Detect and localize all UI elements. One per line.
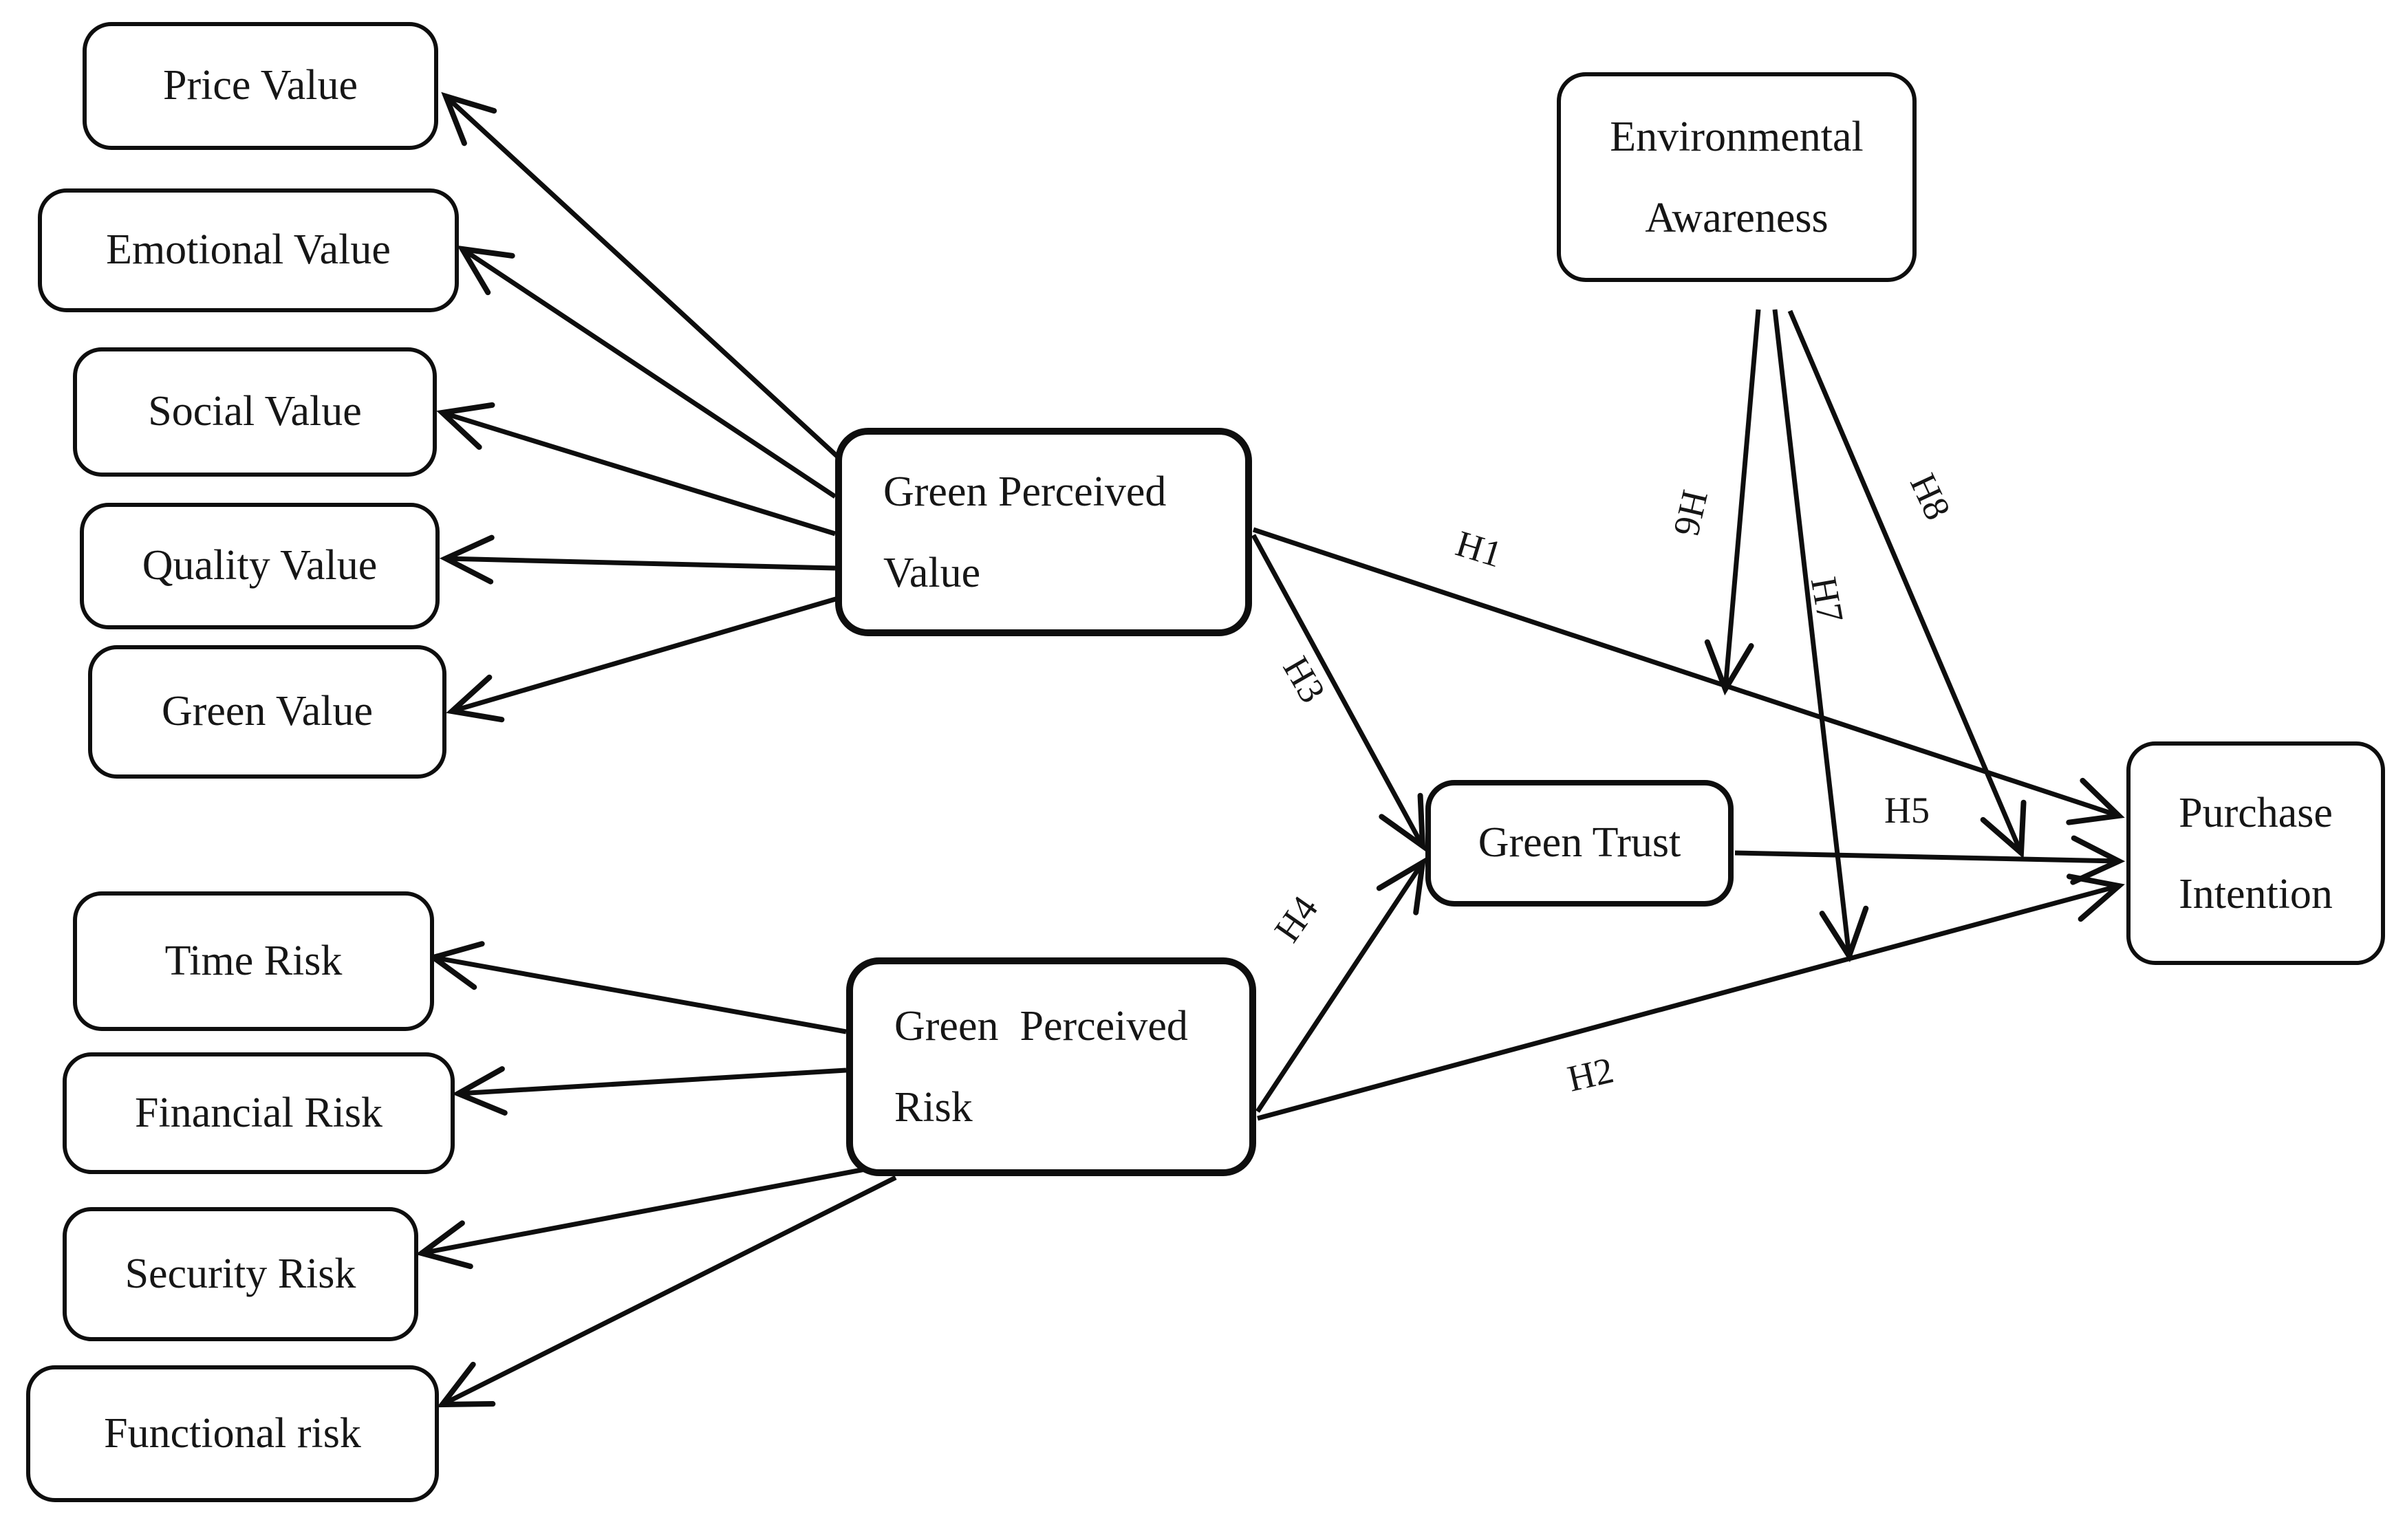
hypothesis-label-h7: H7	[1802, 574, 1852, 626]
arrow-h3	[1251, 534, 1426, 852]
arrow-h7	[1772, 309, 1869, 963]
node-security-risk-label: Security Risk	[125, 1250, 356, 1297]
hypothesis-label-h5: H5	[1884, 790, 1930, 831]
node-functional-risk-label: Functional risk	[104, 1409, 361, 1457]
arrow-gpr-time	[427, 941, 847, 1034]
node-quality-value-label: Quality Value	[142, 542, 378, 589]
arrow-gpv-emotional	[457, 245, 837, 499]
node-green-trust: Green Trust	[1425, 780, 1734, 907]
node-financial-risk: Financial Risk	[63, 1052, 455, 1174]
arrow-h2	[1257, 874, 2125, 1121]
arrow-gpv-price	[441, 91, 843, 462]
node-time-risk-label: Time Risk	[164, 937, 343, 984]
node-emotional-value: Emotional Value	[38, 188, 459, 312]
node-green-value-label: Green Value	[161, 688, 373, 735]
node-environmental-awareness: Environmental Awareness	[1557, 72, 1917, 282]
node-green-perceived-value-line1: Green Perceived	[883, 468, 1167, 515]
node-time-risk: Time Risk	[73, 891, 434, 1031]
node-purchase-intention: Purchase Intention	[2126, 741, 2385, 965]
arrow-gpv-quality	[439, 534, 836, 585]
arrow-h1	[1252, 527, 2125, 825]
node-green-perceived-risk-line2: Risk	[894, 1084, 973, 1131]
node-security-risk: Security Risk	[63, 1207, 418, 1341]
node-social-value: Social Value	[73, 347, 437, 477]
arrow-gpr-financial	[451, 1066, 847, 1116]
node-green-perceived-risk: Green Perceived Risk	[846, 957, 1256, 1176]
node-financial-risk-label: Financial Risk	[135, 1089, 382, 1136]
arrow-gpr-functional	[436, 1175, 897, 1408]
node-purchase-intention-line2: Intention	[2179, 870, 2333, 918]
node-price-value: Price Value	[83, 22, 438, 150]
arrow-gpv-greenvalue	[446, 596, 839, 723]
node-functional-risk: Functional risk	[26, 1365, 439, 1502]
node-purchase-intention-line1: Purchase	[2179, 789, 2333, 836]
arrow-h8	[1787, 310, 2027, 859]
arrow-h6	[1704, 309, 1761, 696]
arrow-h4	[1255, 857, 1427, 1113]
node-social-value-label: Social Value	[148, 388, 362, 435]
arrow-h5	[1734, 835, 2126, 885]
node-green-trust-label: Green Trust	[1478, 819, 1681, 867]
node-green-value: Green Value	[88, 645, 446, 779]
node-green-perceived-value: Green Perceived Value	[835, 428, 1252, 636]
node-green-perceived-value-line2: Value	[883, 549, 981, 596]
node-emotional-value-label: Emotional Value	[106, 226, 391, 274]
arrow-gpv-social	[436, 402, 837, 536]
node-environmental-awareness-line1: Environmental	[1610, 113, 1864, 160]
node-environmental-awareness-line2: Awareness	[1645, 194, 1829, 241]
node-price-value-label: Price Value	[163, 62, 358, 109]
arrow-gpr-security	[415, 1165, 873, 1270]
node-quality-value: Quality Value	[80, 503, 440, 629]
node-green-perceived-risk-line1: Green Perceived	[894, 1003, 1188, 1050]
